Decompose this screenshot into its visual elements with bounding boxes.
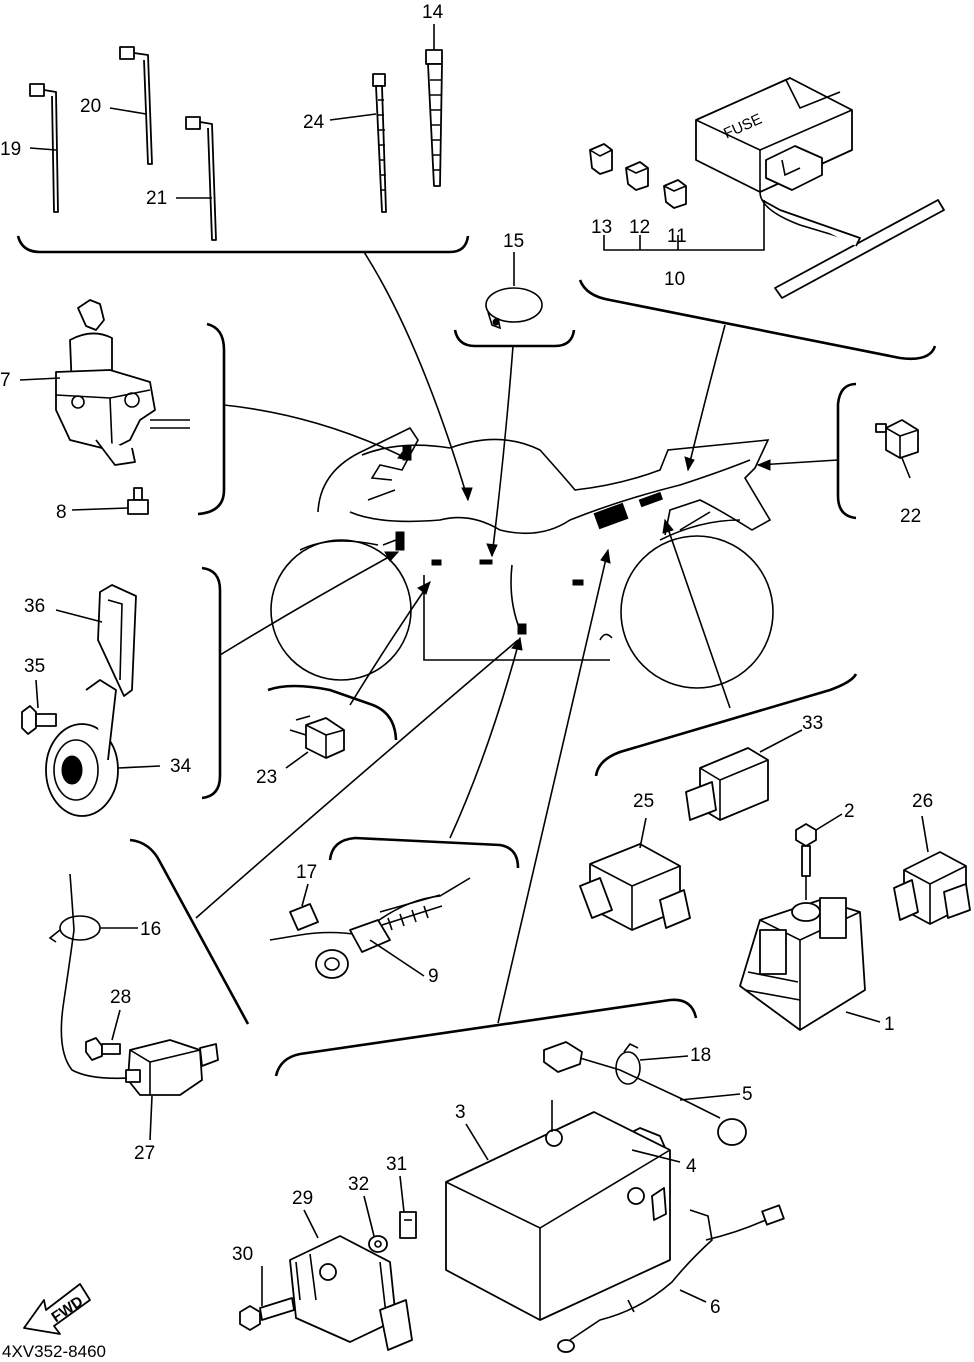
callout-30: 30 (232, 1244, 253, 1265)
relay-25 (579, 843, 691, 931)
fuse-13 (589, 143, 613, 175)
callout-15: 15 (503, 231, 524, 252)
callout-labels: 19 20 21 24 14 15 13 12 11 10 7 8 22 36 … (0, 2, 933, 1318)
main-switch-7 (55, 299, 190, 466)
callout-36: 36 (24, 596, 45, 617)
callout-27: 27 (134, 1143, 155, 1164)
callout-4: 4 (686, 1156, 697, 1177)
callout-33: 33 (802, 713, 823, 734)
starter-relay-1 (739, 897, 866, 1031)
callout-26: 26 (912, 791, 933, 812)
bolt-35 (21, 705, 57, 735)
cable-tie-24 (372, 73, 387, 213)
group-brackets (16, 235, 937, 1077)
callout-1: 1 (884, 1014, 895, 1035)
callout-21: 21 (146, 188, 167, 209)
horn-bracket-36 (97, 584, 137, 697)
cable-tie-19 (29, 83, 59, 213)
bolt-28 (85, 1037, 121, 1061)
fuse-bracket-lines (603, 200, 765, 251)
callout-8: 8 (56, 502, 67, 523)
horn-34 (45, 679, 119, 817)
fuse-12 (625, 161, 649, 191)
callout-leaders (19, 24, 929, 1306)
callout-31: 31 (386, 1154, 407, 1175)
callout-34: 34 (170, 756, 192, 777)
callout-16: 16 (140, 919, 161, 940)
clamp-15 (485, 287, 543, 330)
battery-lead-5 (543, 1041, 747, 1146)
callout-28: 28 (110, 987, 131, 1008)
callout-35: 35 (24, 656, 45, 677)
motorcycle-outline (270, 426, 774, 689)
callout-14: 14 (422, 2, 444, 23)
bolt-30 (239, 1297, 295, 1331)
battery-3 (445, 1100, 671, 1321)
callout-12: 12 (629, 217, 650, 238)
fuse-11 (663, 179, 687, 209)
relay-26 (893, 851, 971, 925)
cable-tie-21 (185, 116, 217, 241)
callout-2: 2 (844, 801, 855, 822)
callout-20: 20 (80, 96, 101, 117)
relay-22 (875, 419, 919, 459)
callout-7: 7 (0, 370, 11, 391)
cable-tie-20 (119, 46, 153, 165)
callout-23: 23 (256, 767, 277, 788)
callout-9: 9 (428, 966, 439, 987)
flasher-relay-33 (685, 747, 769, 821)
fwd-arrow: FWD (23, 1283, 91, 1335)
callout-25: 25 (633, 791, 654, 812)
cable-tie-14 (425, 49, 443, 187)
clamp-17 (269, 903, 319, 941)
bolt-8 (127, 487, 149, 515)
neutral-switch-9 (299, 877, 471, 979)
leader-lines (195, 251, 839, 1024)
callout-13: 13 (591, 217, 612, 238)
callout-3: 3 (455, 1102, 466, 1123)
callout-29: 29 (292, 1188, 313, 1209)
clamp-18 (615, 1042, 641, 1085)
callout-32: 32 (348, 1174, 369, 1195)
battery-lead-6 (557, 1204, 785, 1353)
nut-31 (399, 1211, 417, 1239)
callout-19: 19 (0, 139, 21, 160)
callout-17: 17 (296, 862, 317, 883)
sensor-27 (125, 1039, 219, 1096)
callout-11: 11 (667, 226, 687, 247)
washer-32 (368, 1235, 388, 1253)
rectifier-29 (289, 1235, 413, 1351)
diagram-code: 4XV352-8460 (2, 1342, 106, 1361)
callout-24: 24 (303, 112, 325, 133)
callout-5: 5 (742, 1084, 753, 1105)
callout-10: 10 (664, 269, 685, 290)
bolt-2 (795, 823, 817, 900)
relay-23 (289, 715, 345, 759)
callout-22: 22 (900, 506, 921, 527)
callout-18: 18 (690, 1045, 711, 1066)
fuse-box-10: FUSE (695, 77, 945, 299)
callout-6: 6 (710, 1297, 721, 1318)
